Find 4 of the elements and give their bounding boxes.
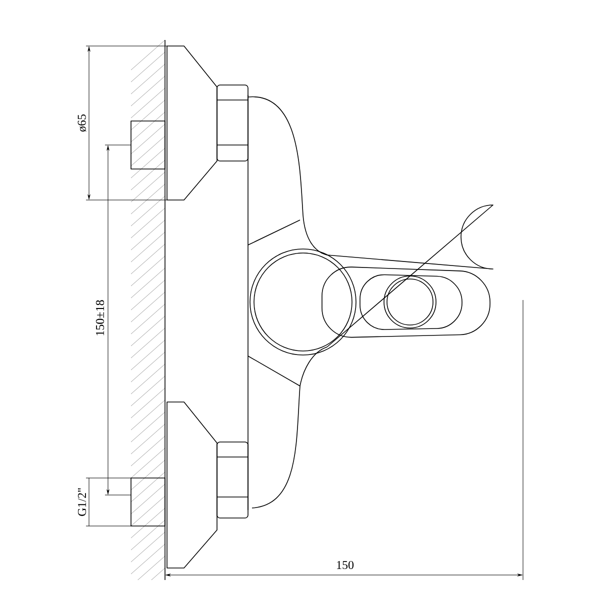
dimension-label: ø65 — [76, 113, 88, 133]
dimension-label: 150 — [335, 560, 355, 570]
dimension-label: 150±18 — [94, 298, 106, 338]
dimension-label: G1/2" — [76, 486, 88, 518]
